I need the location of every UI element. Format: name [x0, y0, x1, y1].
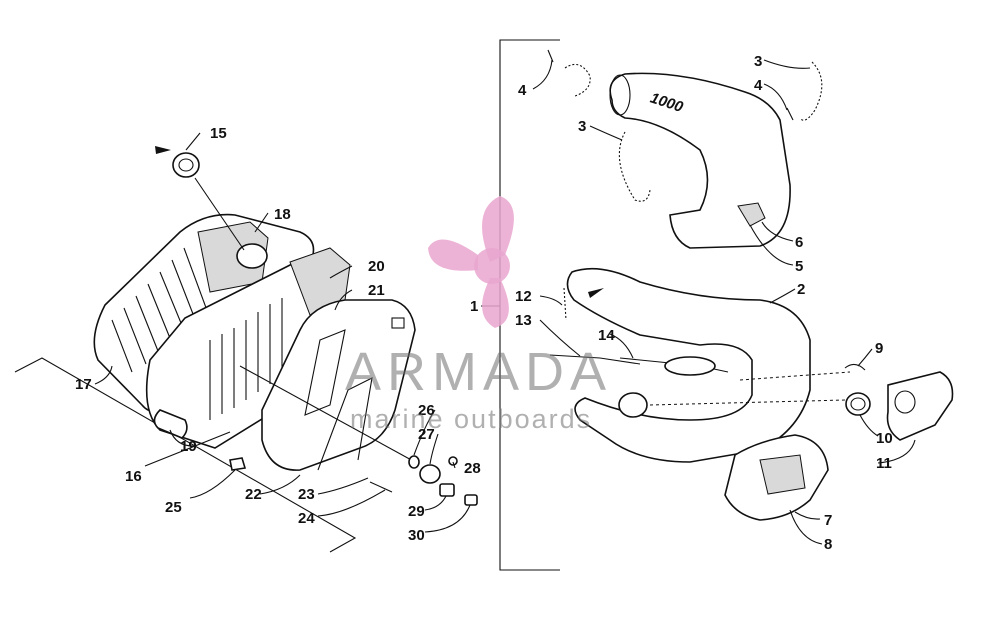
body-slots [209, 298, 283, 420]
manifold-flange [886, 371, 954, 441]
arrow-marker-left [155, 146, 171, 154]
outlet-pipe [153, 409, 188, 439]
sensor-body [664, 356, 716, 376]
spacer-27 [419, 464, 441, 484]
spring-clip-right [799, 61, 823, 121]
label-14: 14 [598, 327, 615, 344]
inlet-tube [236, 243, 268, 269]
leader-lines [94, 59, 916, 545]
label-26: 26 [418, 402, 435, 419]
propeller-hub [474, 248, 510, 284]
label-28: 28 [464, 460, 481, 477]
label-21: 21 [368, 282, 385, 299]
propeller-blade-3 [482, 278, 509, 328]
heat-shield [609, 72, 791, 249]
silencer-front-cover [261, 299, 416, 471]
grommet [229, 457, 247, 471]
label-17: 17 [75, 376, 92, 393]
label-25: 25 [165, 499, 182, 516]
left-group-bracket [14, 357, 357, 553]
heat-shield-assembly: 1000 [547, 49, 823, 249]
watermark-brand: ARMADA [345, 342, 612, 402]
foam-pad-side [289, 247, 351, 316]
label-5: 5 [795, 258, 803, 275]
nut-30 [464, 494, 478, 506]
washer-26 [408, 455, 420, 469]
spring-clip-upper [564, 63, 591, 97]
label-16: 16 [125, 468, 142, 485]
silencer-assembly [93, 146, 478, 506]
label-6: 6 [795, 234, 803, 251]
label-20: 20 [368, 258, 385, 275]
chamber-mount-ring [618, 392, 648, 418]
ring-seal [172, 152, 200, 178]
exhaust-pipe-assembly [549, 267, 954, 521]
label-23: 23 [298, 486, 315, 503]
propeller-blade-2 [428, 239, 478, 271]
label-2: 2 [797, 281, 805, 298]
watermark-tagline: marine outboards [350, 404, 592, 434]
gasket [845, 392, 871, 416]
label-15: 15 [210, 125, 227, 142]
sleeve-mesh [759, 454, 806, 495]
label-4-right: 4 [754, 77, 763, 94]
spring-9 [844, 363, 866, 371]
label-3-left: 3 [578, 118, 586, 135]
label-1: 1 [470, 298, 478, 315]
label-4-left: 4 [518, 82, 527, 99]
watermark-propeller-logo [428, 196, 514, 328]
cable-13 [549, 354, 641, 365]
label-24: 24 [298, 510, 315, 527]
label-19: 19 [180, 438, 197, 455]
clip-28 [448, 456, 458, 466]
label-11: 11 [876, 455, 892, 472]
tension-spring [547, 49, 554, 63]
label-8: 8 [824, 536, 832, 553]
propeller-blade-1 [482, 196, 514, 262]
heat-shield-label-plate [737, 202, 766, 227]
label-22: 22 [245, 486, 262, 503]
label-18: 18 [274, 206, 291, 223]
label-3-right: 3 [754, 53, 762, 70]
bolt-24 [369, 481, 393, 493]
label-29: 29 [408, 503, 425, 520]
arrow-marker-right [588, 288, 604, 298]
watermark: ARMADA marine outboards [345, 196, 612, 434]
right-group-bracket [499, 39, 560, 571]
label-9: 9 [875, 340, 883, 357]
label-27: 27 [418, 426, 435, 443]
spring-12 [563, 287, 567, 321]
spring-clip-lower [618, 131, 651, 202]
part-labels: 15 18 20 21 17 19 16 25 22 23 24 26 27 2… [75, 53, 893, 553]
label-12: 12 [515, 288, 532, 305]
label-13: 13 [515, 312, 532, 329]
label-10: 10 [876, 430, 893, 447]
label-30: 30 [408, 527, 425, 544]
bushing-29 [439, 483, 455, 497]
label-7: 7 [824, 512, 832, 529]
